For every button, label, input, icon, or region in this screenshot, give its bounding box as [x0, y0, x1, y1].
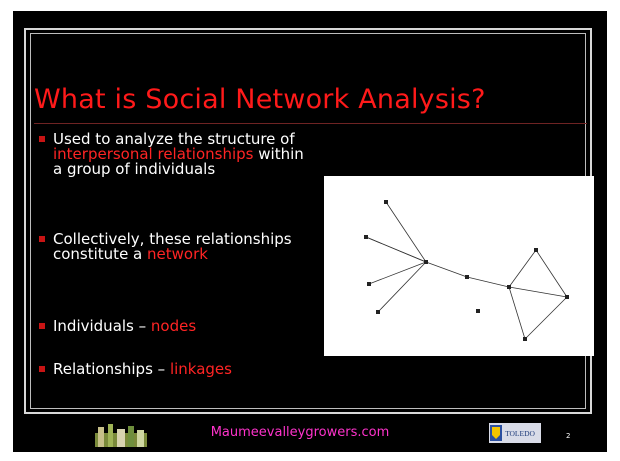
bullet-item: Relationships – linkages: [39, 360, 313, 378]
node: [565, 295, 569, 299]
title-divider: [34, 123, 587, 124]
node: [465, 275, 469, 279]
bullet-highlight: network: [147, 245, 208, 263]
bullet-item: Individuals – nodes: [39, 317, 313, 335]
node: [364, 235, 368, 239]
node: [476, 309, 480, 313]
slide: What is Social Network Analysis? Used to…: [13, 11, 607, 452]
maumee-valley-growers-logo: [95, 424, 147, 447]
node: [376, 310, 380, 314]
bullet-item: Used to analyze the structure of interpe…: [39, 130, 313, 178]
network-diagram: [324, 176, 594, 356]
bullet-highlight: nodes: [150, 317, 197, 335]
node: [523, 337, 527, 341]
square-bullet-icon: [39, 236, 45, 242]
network-edges: [365, 201, 568, 340]
node: [384, 200, 388, 204]
square-bullet-icon: [39, 366, 45, 372]
node: [367, 282, 371, 286]
svg-text:TOLEDO: TOLEDO: [505, 429, 535, 438]
bullet-item: Collectively, these relationships consti…: [39, 230, 313, 263]
square-bullet-icon: [39, 323, 45, 329]
page-number: 2: [566, 432, 571, 440]
node: [424, 260, 428, 264]
bullet-text: Relationships –: [53, 360, 170, 378]
square-bullet-icon: [39, 136, 45, 142]
node: [507, 285, 511, 289]
bullet-text: Used to analyze the structure of: [53, 130, 295, 148]
footer-website-link[interactable]: Maumeevalleygrowers.com: [210, 425, 390, 440]
bullet-highlight: linkages: [169, 360, 232, 378]
bullet-text: within a group of individuals: [53, 145, 304, 178]
university-of-toledo-logo: TOLEDO: [489, 423, 541, 443]
slide-title: What is Social Network Analysis?: [34, 84, 486, 115]
network-nodes: [364, 200, 569, 341]
bullet-text: Individuals –: [53, 317, 151, 335]
bullet-text: Collectively, these relationships consti…: [53, 230, 292, 263]
bullet-highlight: interpersonal relationships: [53, 145, 254, 163]
node: [534, 248, 538, 252]
